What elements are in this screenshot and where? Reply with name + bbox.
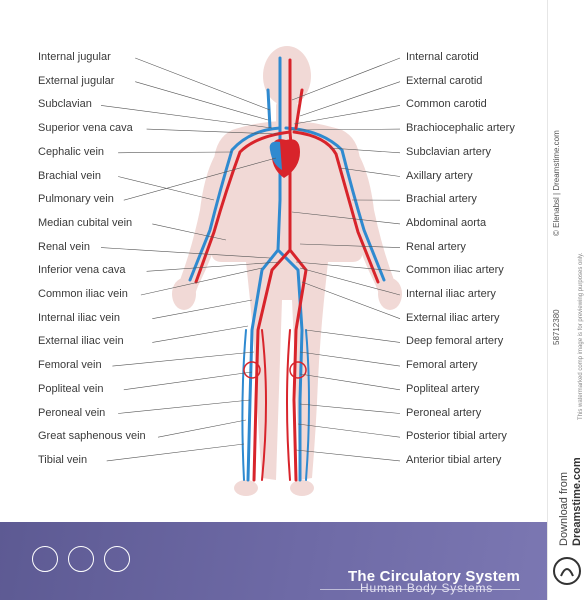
leader-line (289, 128, 401, 131)
stethoscope-icon (32, 546, 58, 572)
left-label: External iliac vein (38, 335, 124, 348)
watermark-strip (547, 0, 587, 600)
left-label: Superior vena cava (38, 122, 133, 135)
leader-line (295, 449, 401, 462)
right-label: Abdominal aorta (406, 216, 487, 229)
right-label: Deep femoral artery (406, 335, 504, 348)
leader-line (106, 443, 245, 462)
leader-line (299, 267, 401, 296)
dreamstime-logo-icon (553, 557, 581, 585)
leader-line (339, 167, 401, 177)
watermark-notice: This watermarked comp image is for previ… (578, 252, 584, 420)
left-label: Subclavian (38, 98, 92, 111)
left-label: Internal iliac vein (38, 311, 120, 324)
footer-divider (320, 589, 520, 590)
leader-line (305, 329, 401, 343)
leader-line (146, 261, 281, 272)
leader-line (297, 423, 401, 438)
left-label: Pulmonary vein (38, 193, 114, 206)
leader-line (299, 373, 401, 391)
right-label: Brachial artery (406, 193, 477, 206)
leader-line (301, 281, 401, 319)
right-label: Popliteal artery (406, 382, 480, 395)
leader-line (135, 81, 269, 121)
footer-subtitle: Human Body Systems (360, 581, 494, 595)
left-label: Median cubital vein (38, 216, 133, 229)
leader-line (123, 157, 277, 201)
leader-line (118, 151, 233, 154)
right-label: Renal artery (406, 240, 466, 253)
left-label: Brachial vein (38, 169, 101, 182)
leader-line (100, 105, 273, 129)
leader-line (329, 147, 401, 154)
right-label: Subclavian artery (406, 145, 491, 158)
leader-line (152, 299, 253, 319)
right-label: Internal iliac artery (406, 288, 496, 300)
right-label: Anterior tibial artery (406, 453, 502, 466)
leader-line (299, 351, 401, 367)
left-label: Great saphenous vein (38, 430, 146, 443)
leader-line (118, 399, 251, 414)
right-label: Femoral artery (406, 359, 478, 372)
leader-lines (100, 57, 401, 462)
leader-line (299, 243, 401, 248)
knee-markers (243, 361, 307, 379)
leader-line (295, 261, 401, 272)
left-label: Popliteal vein (38, 382, 104, 395)
leader-line (135, 57, 271, 111)
right-label: Peroneal artery (406, 406, 482, 419)
leader-line (299, 403, 401, 414)
right-label: Internal carotid (406, 51, 479, 63)
left-label: Peroneal vein (38, 406, 106, 419)
dumbbell-icon (104, 546, 130, 572)
left-label: Internal jugular (38, 51, 111, 63)
left-label: Tibial vein (38, 453, 88, 466)
left-label: Common iliac vein (38, 288, 128, 300)
left-label: Femoral vein (38, 359, 102, 372)
leader-line (299, 81, 401, 117)
dna-icon (68, 546, 94, 572)
right-label: External carotid (406, 74, 483, 87)
watermark-credit: © Elenabsl | Dreamstime.com (552, 130, 561, 236)
right-label: Brachiocephalic artery (406, 122, 515, 135)
leader-line (112, 351, 255, 367)
leader-line (146, 128, 279, 135)
watermark-brand: Dreamstime.com (571, 457, 583, 546)
right-label: Axillary artery (406, 169, 473, 182)
right-label: External iliac artery (406, 311, 500, 324)
watermark-download-text: Download from (558, 472, 570, 546)
leader-line (152, 325, 249, 343)
leader-line (152, 223, 227, 241)
leader-line (291, 57, 401, 101)
watermark-id: 58712380 (552, 309, 561, 345)
right-label: Common iliac artery (406, 264, 504, 277)
leader-line (123, 371, 253, 391)
right-label: Posterior tibial artery (406, 430, 507, 443)
heart (269, 139, 300, 178)
left-label: Inferior vena cava (38, 264, 126, 277)
leader-line (291, 211, 401, 225)
leader-line (140, 267, 263, 296)
right-label: Common carotid (406, 98, 487, 111)
left-label: External jugular (38, 74, 115, 87)
leader-line (157, 419, 247, 438)
leader-line (100, 247, 271, 259)
left-label: Renal vein (38, 240, 90, 253)
left-label: Cephalic vein (38, 145, 105, 158)
leader-line (293, 105, 401, 125)
footer-title: The Circulatory System (348, 568, 520, 585)
